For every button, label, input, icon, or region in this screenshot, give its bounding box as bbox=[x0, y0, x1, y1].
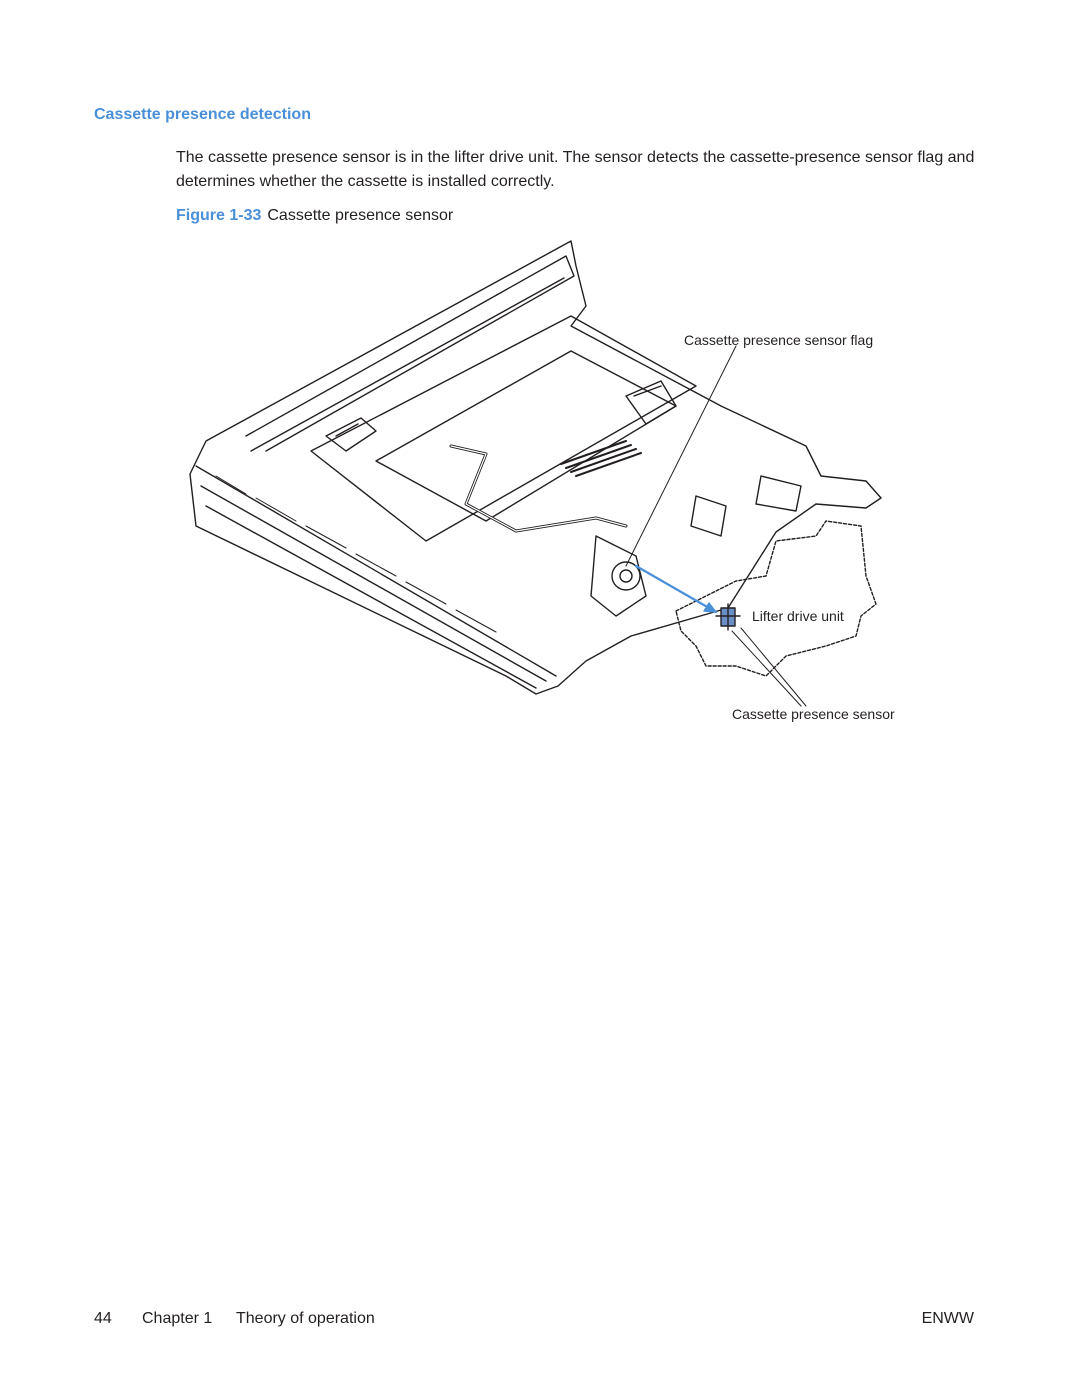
tray-floor bbox=[310, 315, 697, 542]
chapter-title: Theory of operation bbox=[236, 1310, 375, 1327]
flag-arrow bbox=[634, 564, 718, 614]
figure-caption: Figure 1-33 Cassette presence sensor bbox=[176, 207, 453, 225]
callout-presence-sensor: Cassette presence sensor bbox=[732, 706, 895, 722]
section-heading: Cassette presence detection bbox=[94, 106, 311, 123]
leader-flag bbox=[625, 345, 737, 567]
chapter-label: Chapter 1 bbox=[142, 1310, 213, 1327]
rear-rail bbox=[245, 255, 575, 452]
tray-outline bbox=[189, 240, 882, 695]
language-code: ENWW bbox=[921, 1310, 974, 1327]
body-paragraph: The cassette presence sensor is in the l… bbox=[176, 149, 975, 190]
figure-number: -33 bbox=[238, 207, 262, 224]
vent-grid bbox=[560, 440, 642, 477]
page-number: 44 bbox=[94, 1310, 112, 1327]
cassette-illustration bbox=[189, 240, 882, 707]
side-guide-right bbox=[625, 380, 677, 425]
leader-sensor bbox=[731, 630, 802, 707]
lifter-drive-unit bbox=[675, 520, 877, 677]
figure-title: Cassette presence sensor bbox=[267, 207, 454, 224]
cassette-figure: Cassette presence sensor flag Lifter dri… bbox=[176, 236, 936, 726]
callout-sensor-flag: Cassette presence sensor flag bbox=[684, 332, 874, 348]
side-guide-left bbox=[325, 417, 377, 452]
lifter-mechanism bbox=[590, 535, 647, 617]
callout-lifter-drive-unit: Lifter drive unit bbox=[752, 608, 844, 624]
figure-label: Figure 1 bbox=[176, 207, 239, 224]
front-rail bbox=[195, 465, 557, 689]
